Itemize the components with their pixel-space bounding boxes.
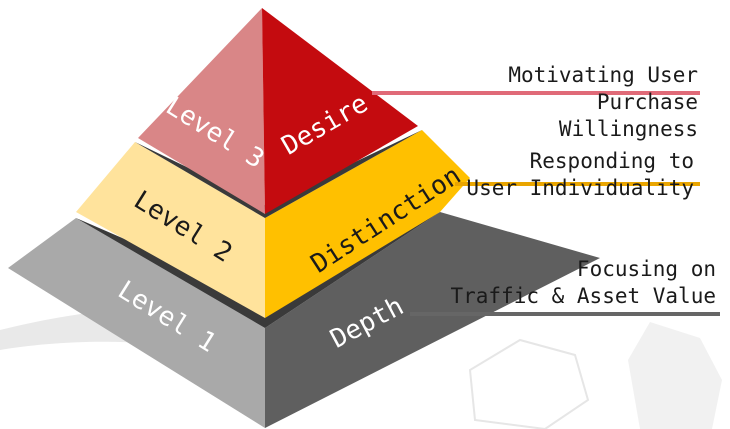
- level3-right-face: [262, 8, 418, 214]
- level1-left-face: [8, 218, 265, 428]
- level3-description-line: Motivating User: [508, 63, 698, 87]
- level1-description-line: Focusing on: [576, 257, 716, 281]
- level1-connector-line: [410, 312, 720, 316]
- level1-description-line: Traffic & Asset Value: [450, 284, 716, 308]
- level2-right-face: [265, 130, 470, 318]
- level3-description-line: Willingness: [558, 117, 698, 141]
- level2-description-line: Responding to: [529, 149, 694, 173]
- level3-description: Motivating User Purchase Willingness: [508, 62, 698, 143]
- level2-left-face: [76, 142, 265, 318]
- level1-right-face: [265, 212, 600, 428]
- level3-connector-line: [372, 91, 700, 95]
- level3-description-line: Purchase: [596, 90, 698, 114]
- level2-description-line: User Individuality: [466, 176, 694, 200]
- level1-description: Focusing on Traffic & Asset Value: [450, 256, 716, 310]
- level3-left-face: [138, 8, 265, 214]
- level2-connector-line: [455, 182, 700, 186]
- hexagon-decoration: [468, 338, 590, 429]
- level2-description: Responding to User Individuality: [466, 148, 694, 202]
- hexagon-decoration-filled: [628, 322, 722, 429]
